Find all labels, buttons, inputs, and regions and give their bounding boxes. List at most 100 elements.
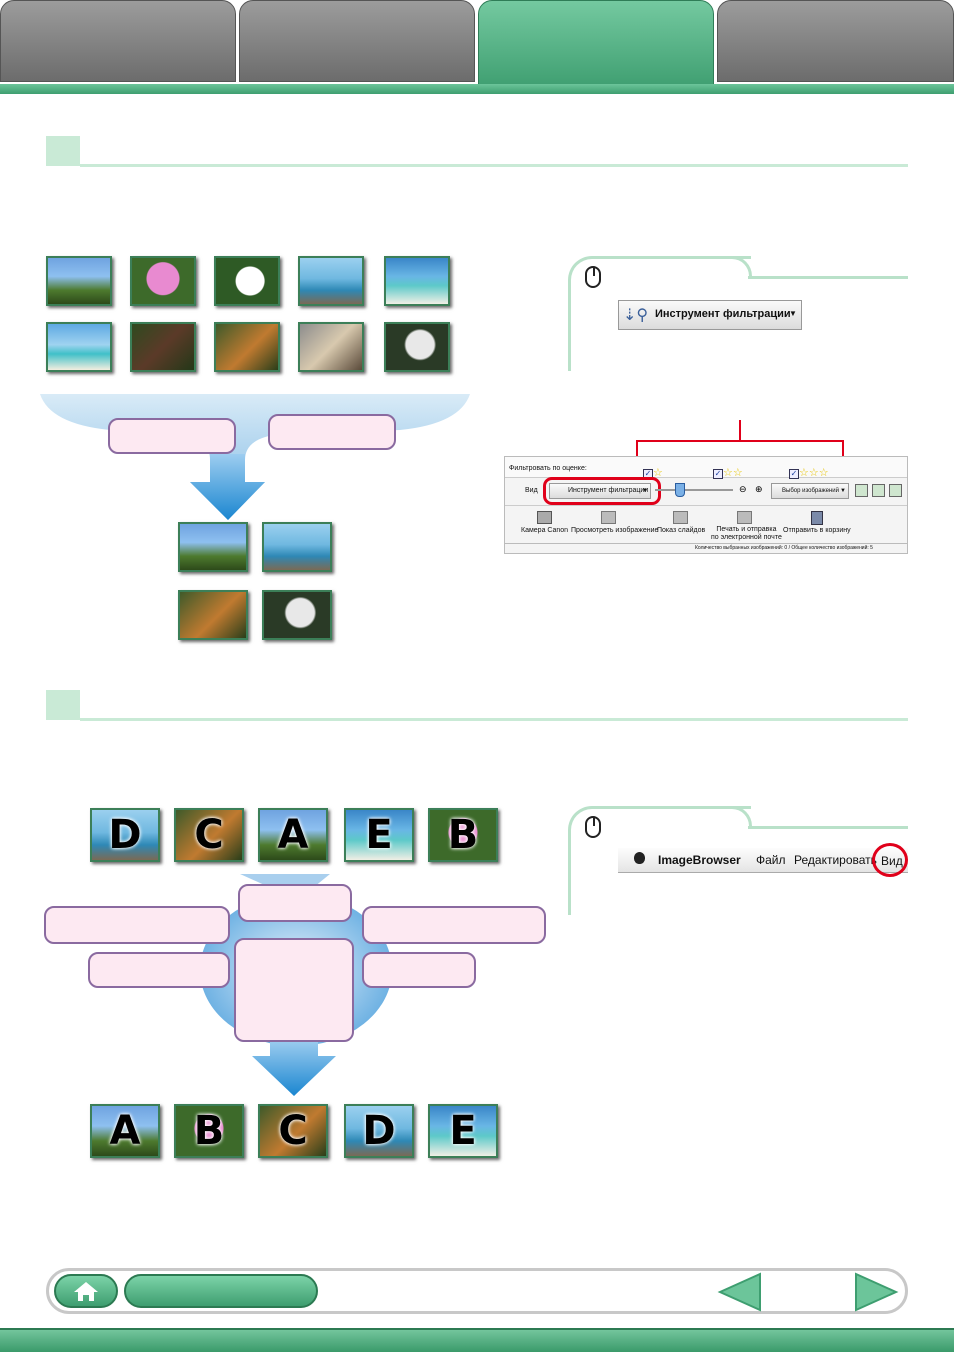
view-mode-icon-1[interactable] — [855, 484, 868, 497]
result-thumb-boat — [262, 522, 332, 572]
rating-bracket — [636, 440, 844, 458]
callout-1-frame — [568, 256, 751, 371]
dropdown-label: Инструмент фильтрации — [568, 487, 649, 494]
camera-canon-icon[interactable] — [537, 511, 552, 524]
zoom-in-icon[interactable]: ⊕ — [755, 485, 763, 495]
mac-menubar: ImageBrowser Файл Редактировать Вид — [618, 848, 908, 873]
thumb-beach — [384, 256, 450, 306]
thumb-letter-e-sorted: E — [428, 1104, 498, 1158]
section-1-marker — [46, 136, 80, 166]
rating-bracket-stem — [739, 420, 741, 440]
select-label: Выбор изображений — [782, 488, 839, 494]
callout-2-line — [748, 826, 908, 829]
letter-label: B — [447, 812, 479, 858]
apple-menu-icon[interactable] — [634, 852, 645, 864]
menu-edit[interactable]: Редактировать — [794, 853, 877, 867]
thumb-flower-mountain — [46, 256, 112, 306]
thumb-letter-e: E — [344, 808, 414, 862]
mouse-icon — [585, 266, 601, 288]
zoom-slider[interactable] — [655, 489, 733, 491]
section-2-marker — [46, 690, 80, 720]
sort-label-left-top — [44, 906, 230, 944]
section-1-rule — [80, 164, 908, 167]
nav-tab-2[interactable] — [239, 0, 475, 82]
sort-label-right-top — [362, 906, 546, 944]
toolbar-screenshot: Фильтровать по оценке: ✓☆ ✓☆☆ ✓☆☆☆ Вид И… — [504, 456, 908, 554]
status-bar: Количество выбранных изображений: 0 / Об… — [505, 543, 907, 554]
view-image-label[interactable]: Просмотреть изображение — [571, 527, 659, 534]
funnel-label-right — [268, 414, 396, 450]
filter-by-rating-label: Фильтровать по оценке: — [509, 465, 587, 472]
result-thumb-seagull — [262, 590, 332, 640]
nav-tab-3-active[interactable] — [478, 0, 714, 90]
thumb-letter-d: D — [90, 808, 160, 862]
view-label: Вид — [525, 487, 538, 494]
letter-label: D — [108, 812, 142, 858]
thumb-letter-c: C — [174, 808, 244, 862]
thumb-pink-flower — [130, 256, 196, 306]
thumb-beach-hut — [46, 322, 112, 372]
slideshow-icon[interactable] — [673, 511, 688, 524]
filter-tool-button[interactable]: ⇣⚲ Инструмент фильтрации ▼ — [618, 300, 802, 330]
trash-icon[interactable] — [811, 511, 823, 525]
filter-tool-label: Инструмент фильтрации — [655, 308, 791, 320]
thumb-letter-b-sorted: B — [174, 1104, 244, 1158]
thumb-letter-a: A — [258, 808, 328, 862]
toolbar-divider — [505, 505, 907, 506]
next-page-arrow-icon[interactable] — [852, 1272, 900, 1312]
filter-funnel-icon: ⇣⚲ — [623, 307, 649, 324]
sort-label-right-bottom — [362, 952, 476, 988]
letter-label: C — [194, 812, 224, 858]
zoom-out-icon[interactable]: ⊖ — [739, 485, 747, 495]
result-thumb-tiger — [178, 590, 248, 640]
view-filter-dropdown[interactable]: Инструмент фильтрации ▼ — [549, 483, 651, 499]
letter-label: B — [193, 1108, 225, 1154]
thumb-okapi — [130, 322, 196, 372]
select-chevron-icon: ▼ — [840, 488, 846, 494]
view-image-icon[interactable] — [601, 511, 616, 524]
thumb-letter-a-sorted: A — [90, 1104, 160, 1158]
menu-view-highlight — [872, 843, 908, 877]
thumb-tiger — [214, 322, 280, 372]
dropdown-chevron-icon: ▼ — [642, 488, 648, 494]
chevron-down-icon: ▼ — [789, 309, 797, 318]
thumb-letter-b: B — [428, 808, 498, 862]
letter-label: D — [362, 1108, 396, 1154]
rating-2-star-checkbox[interactable]: ✓☆☆ — [713, 466, 743, 479]
letter-label: E — [449, 1108, 477, 1154]
sort-label-top — [238, 884, 352, 922]
home-icon — [74, 1282, 98, 1301]
header-band — [0, 84, 954, 94]
letter-label: A — [277, 812, 309, 858]
filter-funnel-graphic — [40, 394, 470, 520]
menu-imagebrowser[interactable]: ImageBrowser — [658, 853, 741, 867]
slider-handle[interactable] — [675, 483, 685, 497]
status-text: Количество выбранных изображений: 0 / Об… — [695, 545, 873, 551]
callout-1-line — [748, 276, 908, 279]
nav-tab-4[interactable] — [717, 0, 954, 82]
nav-tab-1[interactable] — [0, 0, 236, 82]
letter-label: E — [365, 812, 393, 858]
result-thumb-flower-mountain — [178, 522, 248, 572]
sort-label-left-bottom — [88, 952, 230, 988]
slideshow-label[interactable]: Показ слайдов — [657, 527, 706, 534]
menu-file[interactable]: Файл — [756, 853, 786, 867]
print-email-label[interactable]: Печать и отправка по электронной почте — [711, 526, 782, 541]
image-select-dropdown[interactable]: Выбор изображений ▼ — [771, 483, 849, 499]
print-email-icon[interactable] — [737, 511, 752, 524]
thumb-letter-d-sorted: D — [344, 1104, 414, 1158]
thumb-goat — [298, 322, 364, 372]
previous-page-arrow-icon[interactable] — [716, 1272, 764, 1312]
trash-label[interactable]: Отправить в корзину — [783, 527, 851, 534]
sort-label-center — [234, 938, 354, 1042]
rating-3-star-checkbox[interactable]: ✓☆☆☆ — [789, 466, 829, 479]
funnel-label-left — [108, 418, 236, 454]
view-mode-icon-3[interactable] — [889, 484, 902, 497]
contents-button[interactable] — [124, 1274, 318, 1308]
home-button[interactable] — [54, 1274, 118, 1308]
thumb-boat — [298, 256, 364, 306]
letter-label: C — [278, 1108, 308, 1154]
letter-label: A — [109, 1108, 141, 1154]
view-mode-icon-2[interactable] — [872, 484, 885, 497]
camera-canon-label[interactable]: Камера Canon — [521, 527, 569, 534]
